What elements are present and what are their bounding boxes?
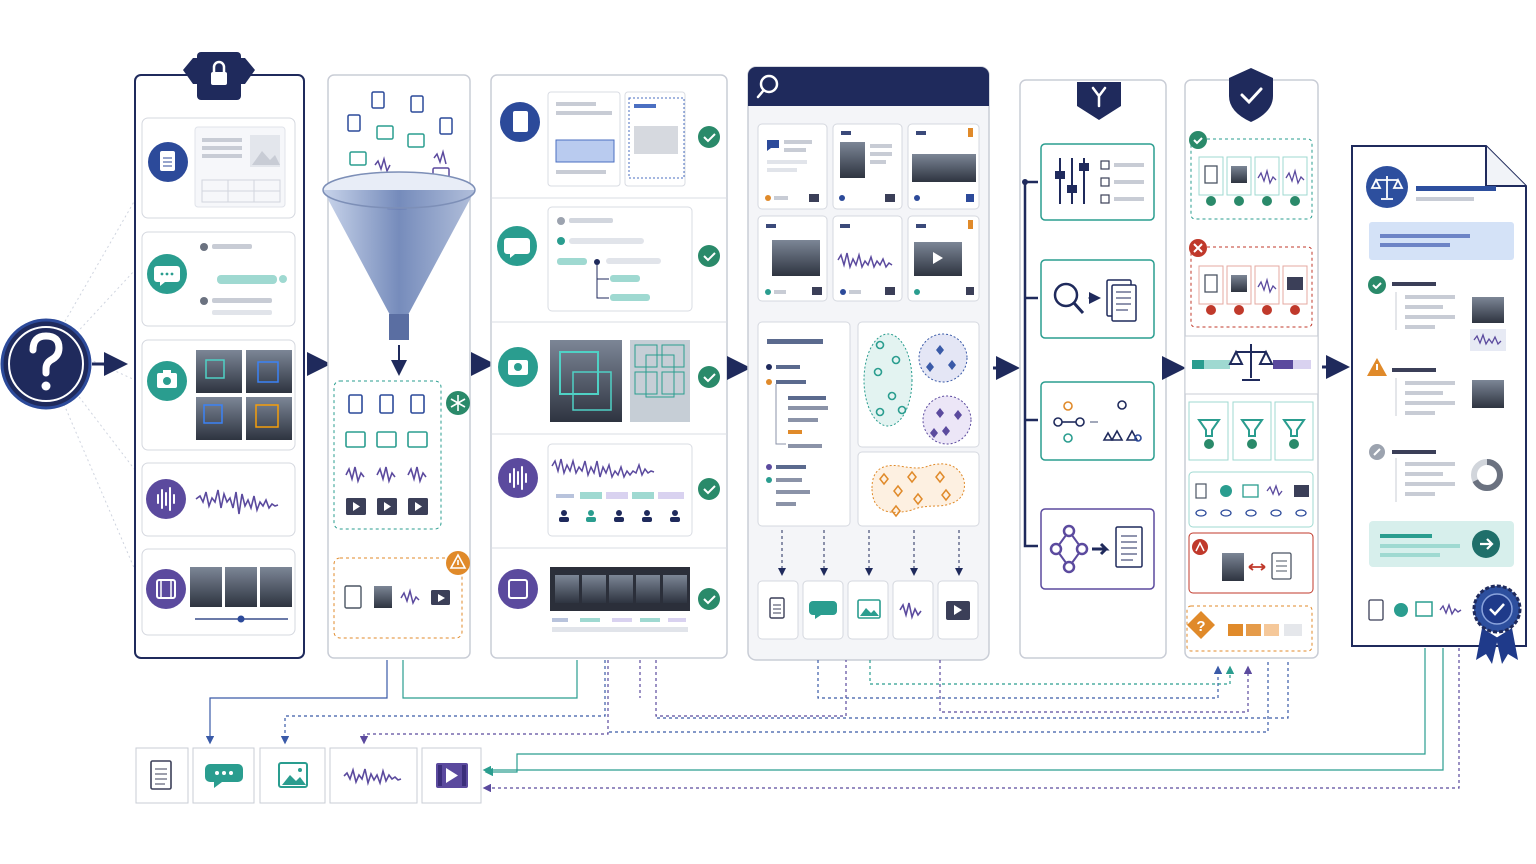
camera-icon	[157, 370, 177, 388]
feedback-connectors	[205, 648, 1460, 793]
video-icon	[946, 601, 970, 620]
extraction-panel	[490, 74, 751, 659]
bottom-outputs	[135, 747, 482, 804]
routing-panel	[1019, 79, 1186, 659]
verified-group	[1189, 131, 1313, 220]
cluster-map	[857, 321, 980, 448]
filter-sliders-icon	[1055, 158, 1089, 204]
document-icon	[160, 151, 175, 171]
document-icon	[513, 111, 528, 132]
source-row-audio	[141, 462, 296, 537]
waveform-icon	[509, 466, 527, 490]
source-row-image	[141, 339, 296, 451]
source-row-video	[141, 548, 296, 636]
filter-row	[1188, 401, 1314, 461]
scales-icon	[1228, 344, 1274, 381]
route-graph	[1040, 508, 1155, 590]
extract-row-chat	[497, 206, 720, 312]
route-filter	[1040, 143, 1155, 221]
graph-transform-icon	[1053, 400, 1142, 443]
report-finding-1	[1368, 276, 1506, 351]
search-tree-view	[757, 321, 851, 527]
warning-icon	[446, 551, 470, 575]
check-icon	[1368, 276, 1386, 294]
check-icon	[698, 366, 720, 388]
network-document-icon	[1049, 524, 1143, 574]
error-icon	[1189, 239, 1207, 257]
final-report	[1351, 145, 1527, 664]
check-icon	[698, 478, 720, 500]
question-mark-icon	[29, 332, 63, 391]
document-icon	[150, 760, 172, 790]
film-icon	[508, 579, 528, 599]
branch-icon	[1077, 82, 1121, 120]
search-icon	[756, 74, 779, 99]
snowflake-icon	[446, 391, 470, 415]
search-output-tiles	[757, 580, 979, 640]
film-icon	[156, 579, 176, 599]
extract-row-audio	[498, 443, 720, 537]
ribbon-seal-icon	[1472, 584, 1522, 664]
conflict-row	[1188, 532, 1314, 594]
balance-row	[1184, 335, 1319, 395]
quarantine-box	[333, 557, 463, 639]
extract-row-video	[498, 567, 720, 632]
check-icon	[698, 588, 720, 610]
rejected-group	[1189, 239, 1313, 328]
chat-bubble-icon	[504, 238, 530, 258]
source-row-document	[141, 117, 296, 219]
donut-chart	[1471, 459, 1503, 491]
image-icon	[278, 762, 308, 788]
camera-icon	[508, 360, 528, 375]
waveform-icon	[343, 767, 402, 787]
sources-panel	[134, 52, 331, 659]
source-row-chat	[141, 231, 296, 327]
video-icon	[436, 763, 468, 788]
verification-panel: ?	[1184, 68, 1350, 659]
report-finding-2	[1367, 358, 1504, 416]
svg-text:?: ?	[1196, 618, 1205, 635]
check-icon	[698, 245, 720, 267]
search-result-cards	[757, 123, 980, 302]
image-icon	[857, 599, 881, 619]
route-transform	[1040, 381, 1155, 461]
linked-media-row	[1188, 471, 1314, 528]
anomaly-cluster	[857, 451, 980, 527]
search-panel	[747, 66, 1020, 661]
report-modalities	[1368, 599, 1462, 621]
document-icon	[769, 597, 785, 619]
query-node	[0, 199, 136, 571]
chat-bubble-icon	[809, 601, 837, 619]
lock-icon	[183, 52, 255, 100]
ingestion-panel	[322, 74, 495, 659]
waveform-icon	[899, 602, 922, 620]
check-icon	[1189, 131, 1207, 149]
funnel-icon	[322, 171, 476, 376]
route-lookup	[1040, 259, 1155, 339]
search-output-arrows	[778, 530, 963, 576]
shield-check-icon	[1229, 68, 1273, 122]
chat-bubble-icon	[205, 764, 243, 788]
magnifier-document-icon	[1053, 279, 1137, 322]
extract-row-image	[498, 340, 720, 422]
arrow-right-icon[interactable]	[1472, 530, 1500, 558]
report-summary-action[interactable]	[1369, 521, 1514, 567]
check-icon	[698, 126, 720, 148]
waveform-icon	[157, 487, 175, 511]
extract-row-document	[500, 91, 720, 187]
warning-icon	[1367, 358, 1387, 376]
scales-icon	[1370, 176, 1404, 200]
uncertain-row: ?	[1186, 605, 1313, 652]
chat-bubble-icon	[154, 266, 180, 286]
report-finding-3	[1369, 444, 1503, 502]
funnel-output-grid	[333, 380, 442, 530]
